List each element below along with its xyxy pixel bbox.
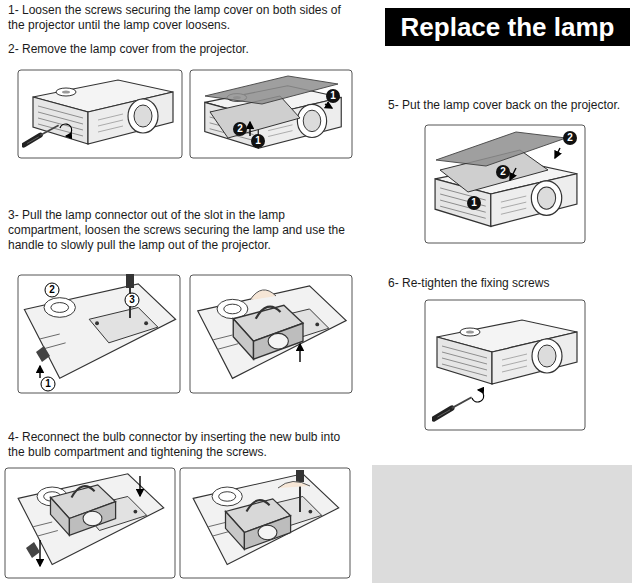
callout-number: 2 bbox=[233, 122, 247, 136]
step-instruction: 1- Loosen the screws securing the lamp c… bbox=[8, 3, 353, 33]
step-instruction: 4- Reconnect the bulb connector by inser… bbox=[8, 430, 360, 460]
callout-number: 2 bbox=[496, 165, 510, 179]
callout-number: 1 bbox=[41, 377, 55, 391]
callout-number: 1 bbox=[326, 89, 340, 103]
callout-number: 1 bbox=[251, 134, 265, 148]
step-instruction: 5- Put the lamp cover back on the projec… bbox=[388, 98, 633, 113]
callout-number: 1 bbox=[467, 196, 481, 210]
title-bar: Replace the lamp bbox=[385, 8, 630, 46]
step-instruction: 6- Re-tighten the fixing screws bbox=[388, 276, 633, 291]
step-instruction: 2- Remove the lamp cover from the projec… bbox=[8, 42, 353, 57]
callout-number: 2 bbox=[563, 131, 577, 145]
callout-number: 2 bbox=[45, 283, 59, 297]
callout-number: 3 bbox=[125, 293, 139, 307]
step-instruction: 3- Pull the lamp connector out of the sl… bbox=[8, 208, 358, 253]
